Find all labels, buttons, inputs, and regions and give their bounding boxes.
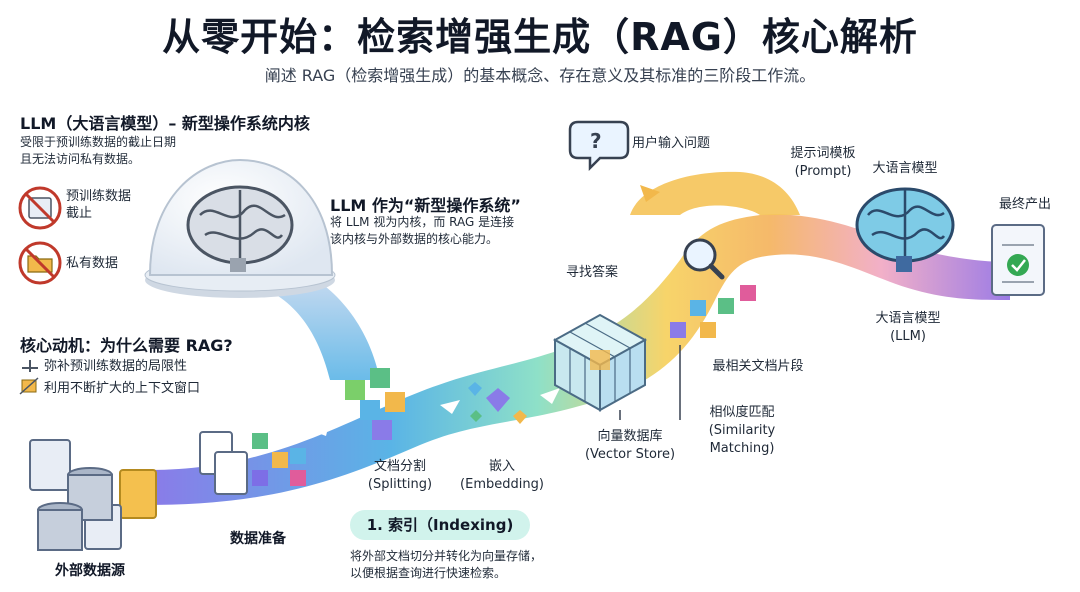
os-desc-1: 将 LLM 视为内核，而 RAG 是连接 <box>330 215 515 229</box>
limit-item-label-1: 预训练数据 <box>66 189 132 204</box>
llm-desc-1: 受限于预训练数据的截止日期 <box>20 135 177 149</box>
label-similarity: 相似度匹配 (Similarity Matching) <box>692 404 792 458</box>
expand-window-icon <box>19 377 39 395</box>
chunk-cubes-icon <box>252 433 306 486</box>
label-llm-top: 大语言模型 <box>872 161 938 176</box>
svg-text:?: ? <box>590 129 602 153</box>
motivation-point-1: 弥补预训练数据的局限性 <box>44 359 188 374</box>
label-prompt-2: (Prompt) <box>794 164 852 179</box>
label-similarity-3: Matching) <box>709 441 775 456</box>
label-data-prep: 数据准备 <box>230 531 286 547</box>
label-prompt: 提示词模板 (Prompt) <box>778 145 868 181</box>
label-splitting: 文档分割 (Splitting) <box>355 458 445 494</box>
question-road <box>630 171 800 215</box>
dome-branch <box>255 270 380 380</box>
limit-item-pretraining: 预训练数据 截止 <box>66 188 131 222</box>
label-llm-bottom-1: 大语言模型 <box>875 311 941 326</box>
llm-brain-icon <box>855 187 955 272</box>
indexing-desc-1: 将外部文档切分并转化为向量存储， <box>350 549 543 563</box>
label-vector-store-1: 向量数据库 <box>597 429 663 444</box>
calendar-prohibited-icon <box>18 186 62 230</box>
label-find-answer: 寻找答案 <box>565 265 618 280</box>
question-bubble-icon: ? <box>568 120 630 172</box>
label-final-output: 最终产出 <box>998 197 1051 212</box>
label-user-question: 用户输入问题 <box>632 136 711 151</box>
label-external-source: 外部数据源 <box>55 563 125 579</box>
label-prompt-1: 提示词模板 <box>790 146 856 161</box>
label-splitting-1: 文档分割 <box>373 459 426 474</box>
page-title: 从零开始：检索增强生成（RAG）核心解析 <box>162 15 918 59</box>
embedding-gems-icon <box>468 382 527 424</box>
label-embedding-1: 嵌入 <box>488 459 515 474</box>
flow-arrows <box>310 388 560 436</box>
motivation-point-2: 利用不断扩大的上下文窗口 <box>44 381 201 396</box>
os-desc-2: 该内核与外部数据的核心能力。 <box>330 232 499 246</box>
folder-prohibited-icon <box>18 241 62 285</box>
vector-store-cube-icon <box>552 313 648 412</box>
label-llm-bottom-2: (LLM) <box>890 329 926 344</box>
label-relevant-chunks: 最相关文档片段 <box>712 359 804 374</box>
balance-icon <box>22 360 38 372</box>
label-embedding-2: (Embedding) <box>460 477 544 492</box>
final-output-scroll-icon <box>991 224 1045 296</box>
external-data-icon <box>29 439 157 551</box>
documents-icon <box>199 431 248 495</box>
limit-item-label-2: 截止 <box>66 206 93 221</box>
indexing-desc-2: 以便根据查询进行快速检索。 <box>350 566 507 580</box>
label-embedding: 嵌入 (Embedding) <box>452 458 552 494</box>
llm-desc-2: 且无法访问私有数据。 <box>20 152 141 166</box>
magnifier-icon <box>683 238 725 280</box>
label-splitting-2: (Splitting) <box>367 477 433 492</box>
llm-heading: LLM（大语言模型）– 新型操作系统内核 <box>20 114 310 133</box>
brain-icon <box>186 185 294 272</box>
label-vector-store: 向量数据库 (Vector Store) <box>575 428 685 464</box>
os-heading: LLM 作为“新型操作系统” <box>330 196 521 215</box>
page-subtitle: 阐述 RAG（检索增强生成）的基本概念、存在意义及其标准的三阶段工作流。 <box>264 66 816 85</box>
limit-item-private: 私有数据 <box>66 256 119 271</box>
label-llm-bottom: 大语言模型 (LLM) <box>858 310 958 346</box>
motivation-heading: 核心动机：为什么需要 RAG? <box>20 336 233 355</box>
split-cubes-icon <box>345 368 405 440</box>
relevant-chunks-icon <box>670 285 756 338</box>
label-vector-store-2: (Vector Store) <box>584 447 676 462</box>
label-similarity-2: (Similarity <box>708 423 776 438</box>
indexing-pill: 1. 索引（Indexing) <box>350 510 530 540</box>
label-similarity-1: 相似度匹配 <box>709 405 775 420</box>
